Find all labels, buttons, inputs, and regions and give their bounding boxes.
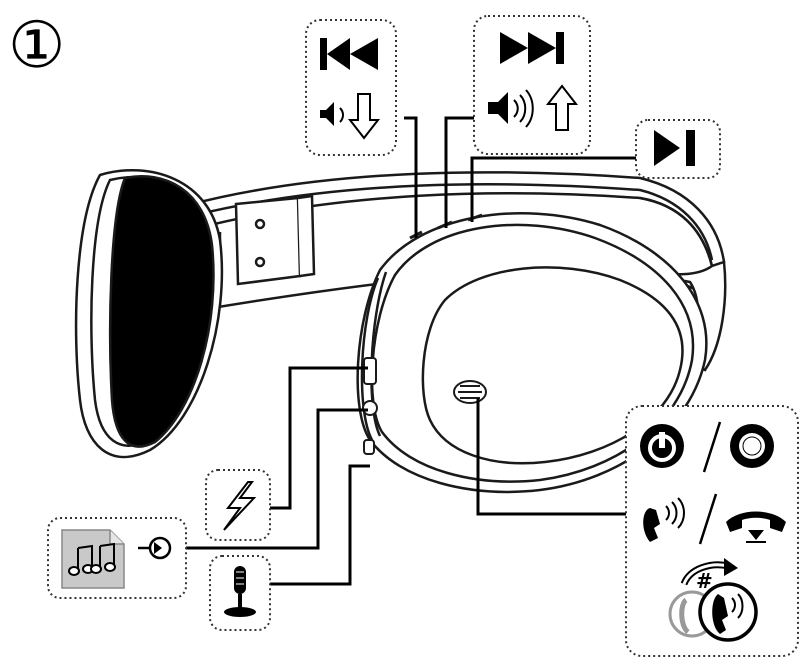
call-swap-icon [680,558,738,586]
power-off-icon [730,424,774,468]
audio-input-icon [138,536,172,560]
right-ear-cup [356,212,708,494]
leader-lines [186,116,636,586]
play-pause-icon [654,130,695,166]
hash-label: # [696,569,713,593]
leader-aux [186,408,368,550]
answer-call-icon [643,497,685,542]
volume-up-icon [488,84,579,131]
previous-track-icon [320,38,378,70]
mic-hole [363,439,375,455]
lightning-icon [223,481,257,531]
aux-jack [362,400,378,416]
music-file-icon [61,529,125,589]
headband-slider [203,194,316,286]
leader-play [470,156,636,222]
charging-port [363,357,377,385]
step-number: ① [8,9,66,83]
power-icon [640,424,684,468]
volume-down-icon [320,93,381,140]
left-ear-cup [74,168,224,459]
multifunction-button [453,380,487,404]
leader-next [444,116,474,228]
left-ear-cushion [108,175,215,448]
leader-multifunction [476,398,628,516]
leader-prev [404,116,418,238]
callout-prev-volume-down [305,19,397,156]
redial-icon [668,582,758,642]
next-track-icon [500,32,564,64]
leader-charging [270,366,368,510]
leader-mic [270,464,370,586]
hang-up-icon [726,511,786,543]
separator-slash-2 [698,493,718,545]
callout-power-call [625,405,799,657]
separator-slash [702,421,722,473]
microphone-icon [224,566,256,617]
